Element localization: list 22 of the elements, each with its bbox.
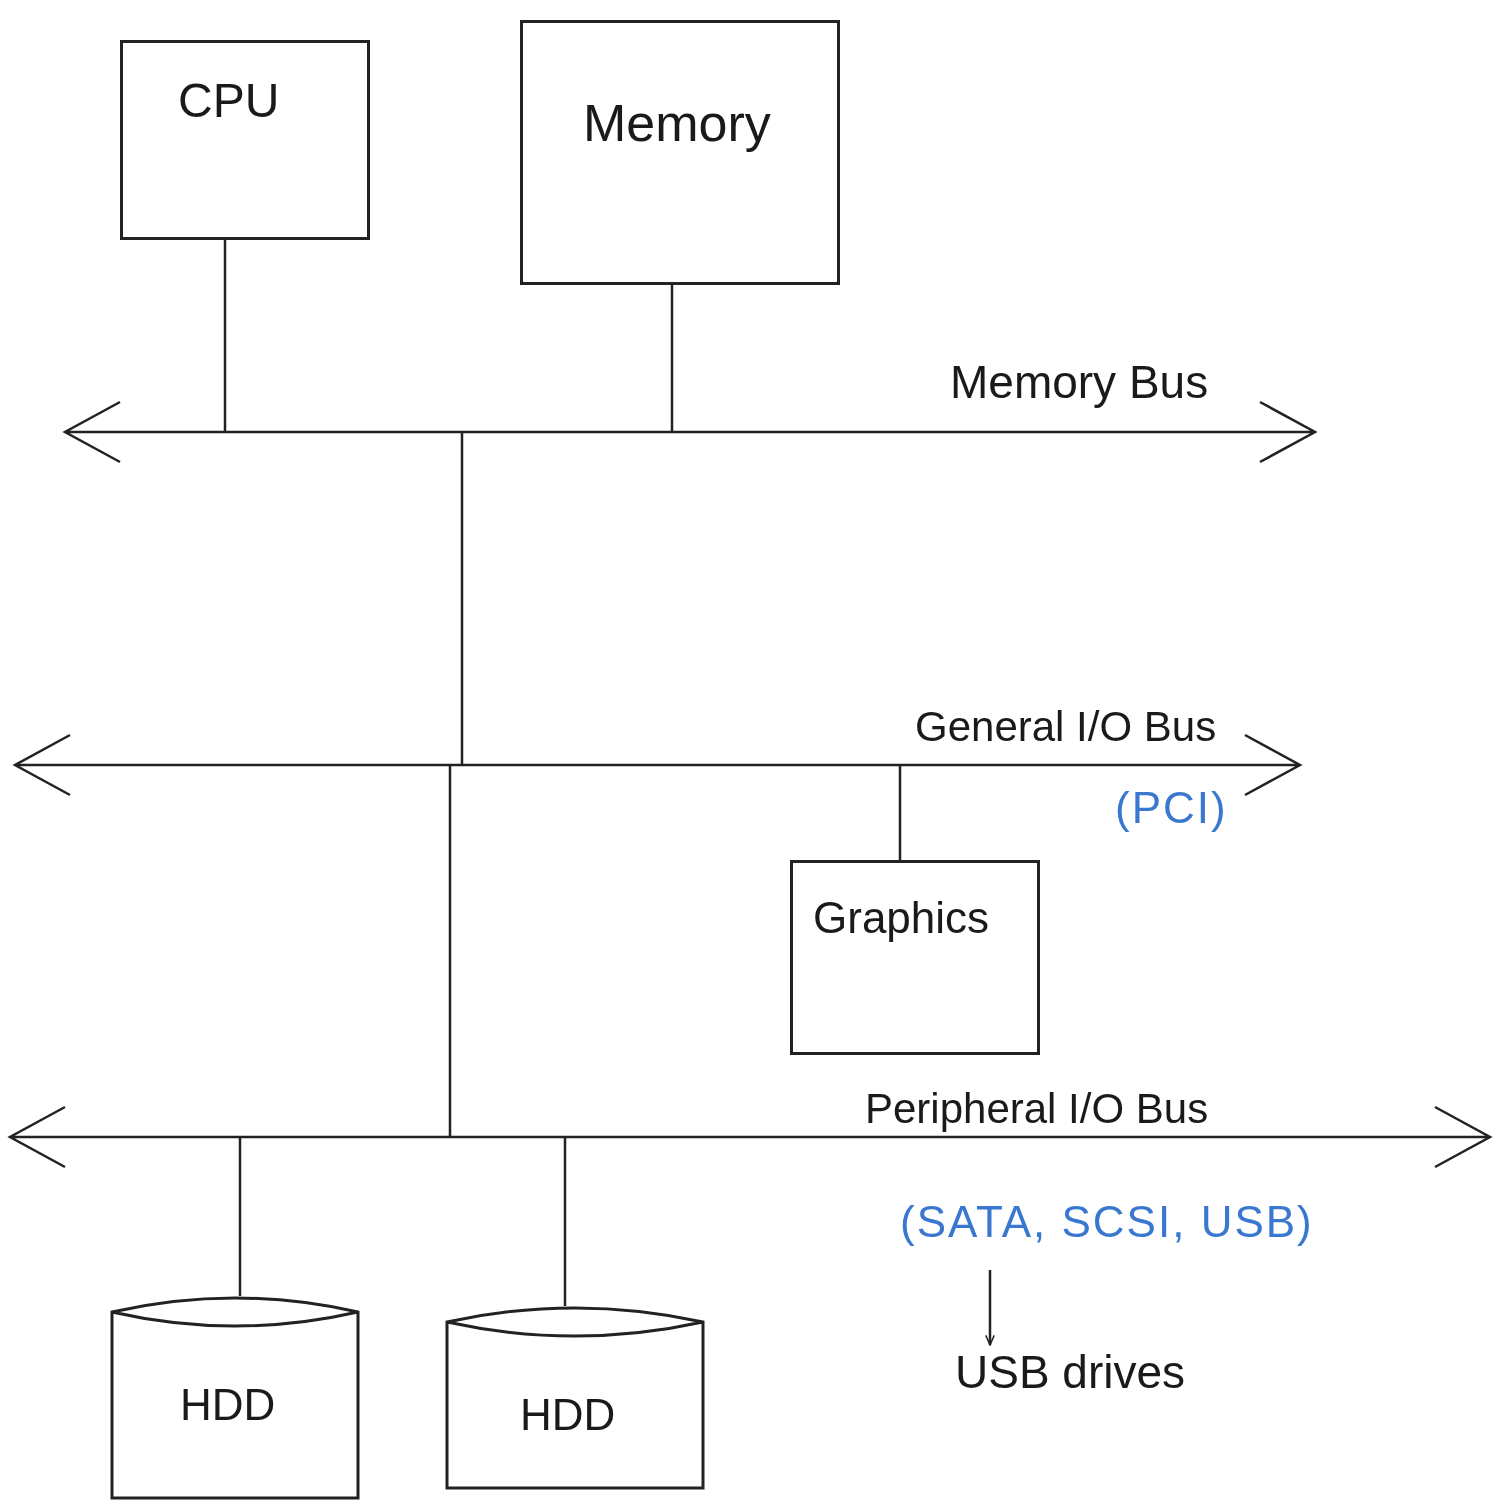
connector-line (563, 1137, 567, 1306)
node-label: CPU (178, 73, 280, 128)
bus-label: Peripheral I/O Bus (865, 1085, 1209, 1133)
node-label: Graphics (813, 893, 990, 943)
process-box (120, 40, 370, 240)
connector-line (670, 285, 674, 432)
arrow (985, 1270, 995, 1346)
process-box (790, 860, 1040, 1055)
node-label: Memory (583, 93, 771, 153)
bus-label: General I/O Bus (915, 703, 1217, 751)
node-label: USB drives (955, 1345, 1186, 1399)
process-box (520, 20, 840, 285)
connector-line (448, 765, 452, 1137)
connector-line (898, 765, 902, 860)
connector-line (238, 1137, 242, 1296)
bus-protocols-note: (SATA, SCSI, USB) (900, 1197, 1314, 1247)
bus-label: Memory Bus (950, 355, 1209, 409)
connector-line (460, 432, 464, 765)
node-label: HDD (520, 1390, 616, 1440)
connector-line (223, 240, 227, 432)
bus-protocols-note: (PCI) (1115, 783, 1228, 833)
node-label: HDD (180, 1380, 276, 1430)
